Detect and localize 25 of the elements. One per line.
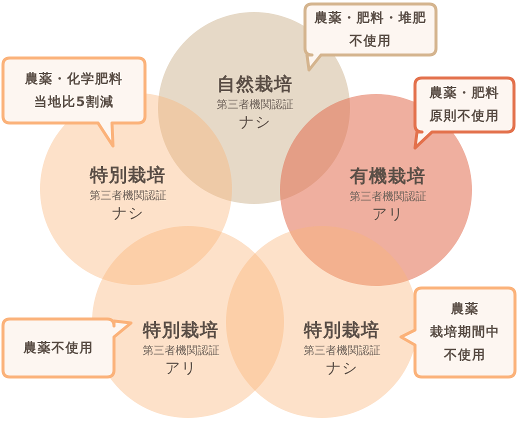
- certification-status: ナシ: [326, 358, 358, 378]
- circle-title: 有機栽培: [350, 165, 426, 189]
- certification-label: 第三者機関認証: [142, 343, 220, 358]
- speech-bubble: [399, 286, 517, 379]
- certification-status: ナシ: [239, 112, 271, 132]
- certification-label: 第三者機関認証: [90, 188, 166, 203]
- circle-title: 特別栽培: [143, 319, 219, 343]
- certification-status: アリ: [165, 358, 197, 378]
- circle-title: 自然栽培: [217, 73, 293, 97]
- speech-bubble: [303, 2, 438, 72]
- speech-bubble: [1, 56, 147, 148]
- certification-status: アリ: [372, 204, 404, 224]
- speech-bubble: [413, 76, 516, 150]
- callout-text: 農薬栽培期間中不使用: [430, 301, 500, 365]
- callout-text: 農薬・化学肥料当地比5割減: [25, 70, 123, 112]
- callout-text: 農薬不使用: [24, 340, 94, 358]
- speech-bubble: [1, 317, 133, 379]
- certification-status: ナシ: [112, 203, 144, 223]
- callout-text: 農薬・肥料原則不使用: [430, 85, 500, 126]
- circle-title: 特別栽培: [304, 319, 380, 343]
- circle-title: 特別栽培: [90, 164, 166, 188]
- certification-label: 第三者機関認証: [304, 343, 380, 358]
- callout-text: 農薬・肥料・堆肥不使用: [314, 10, 426, 50]
- certification-label: 第三者機関認証: [350, 189, 426, 204]
- certification-label: 第三者機関認証: [216, 97, 294, 112]
